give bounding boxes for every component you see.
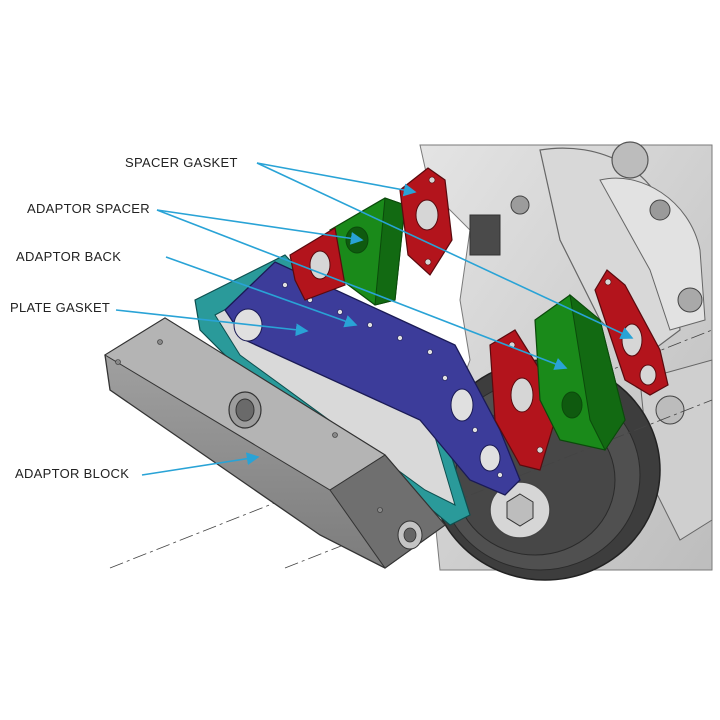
callout-lines <box>115 162 634 476</box>
adaptor-spacer-right-part <box>534 293 626 451</box>
adaptor-back-part <box>224 261 521 496</box>
callout-spacer-gasket-top <box>256 162 417 197</box>
callout-spacer-gasket-right <box>256 162 634 340</box>
callout-adaptor-block <box>141 452 260 476</box>
callout-adaptor-spacer-right <box>156 209 568 370</box>
spacer-gasket-top-part <box>399 167 453 276</box>
spacer-gasket-middle-part <box>489 329 556 471</box>
adaptor-block-part <box>104 317 446 569</box>
callout-adaptor-back <box>165 256 358 328</box>
callout-adaptor-spacer-left <box>156 209 364 245</box>
label-adaptor-spacer: ADAPTOR SPACER <box>27 201 150 216</box>
spacer-gasket-left-part <box>289 227 346 301</box>
label-spacer-gasket: SPACER GASKET <box>125 155 238 170</box>
label-adaptor-back: ADAPTOR BACK <box>16 249 122 264</box>
adaptor-spacer-left-part <box>329 197 406 306</box>
callout-plate-gasket <box>115 309 309 337</box>
label-adaptor-block: ADAPTOR BLOCK <box>15 466 130 481</box>
label-plate-gasket: PLATE GASKET <box>10 300 111 315</box>
